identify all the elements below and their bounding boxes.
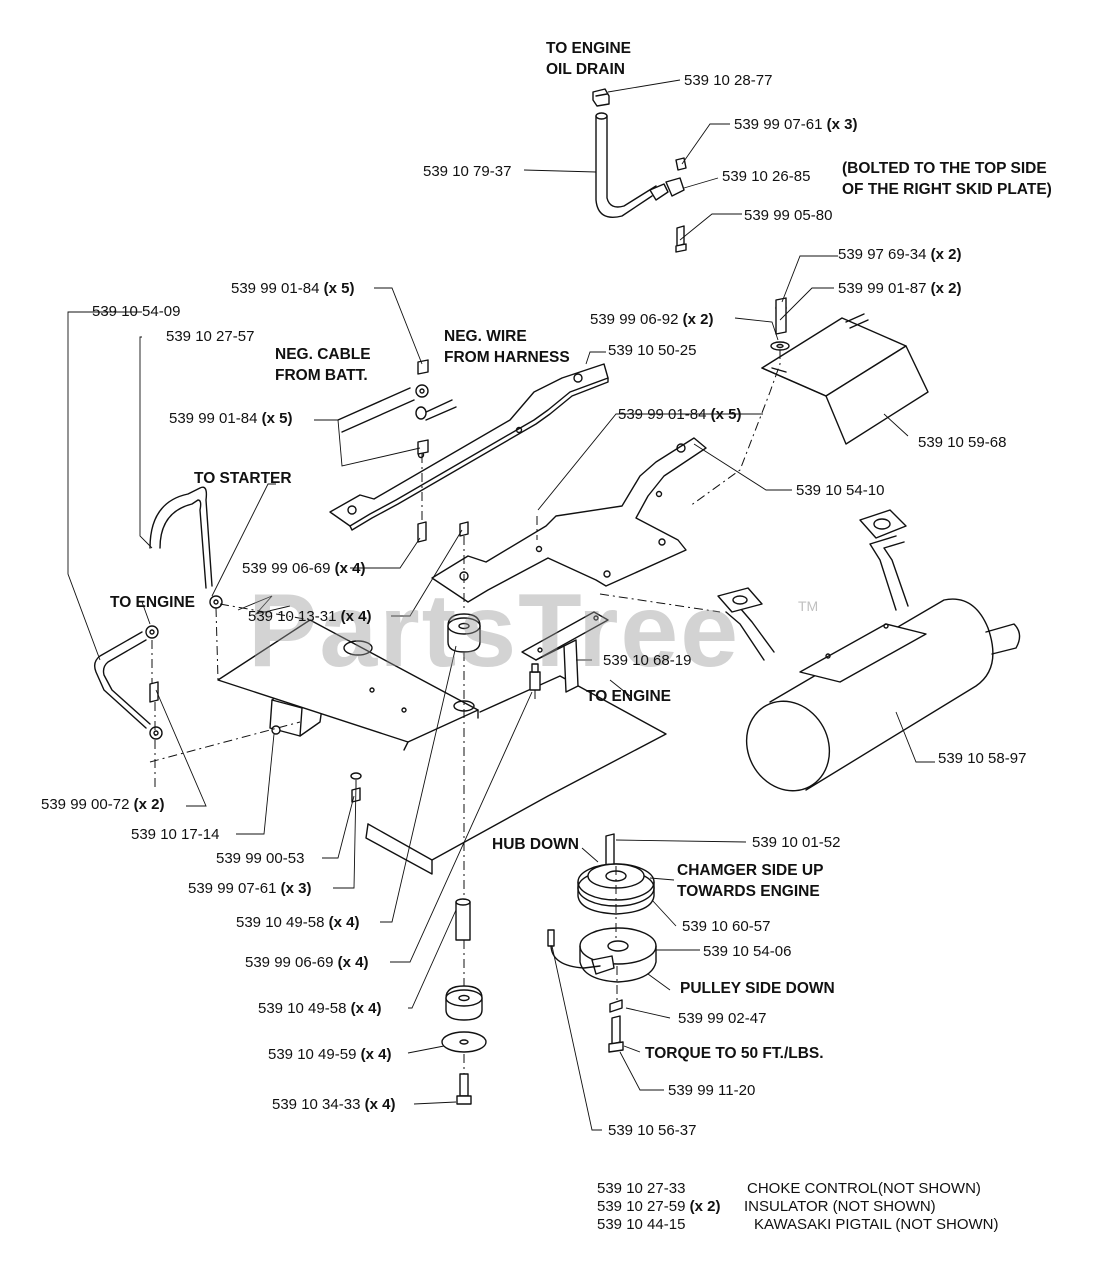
negative-battery-cable-drawing [337, 359, 457, 543]
part-callout[interactable]: 539 99 00-72 (x 2) [41, 796, 165, 813]
part-callout[interactable]: 539 10 34-33 (x 4) [272, 1096, 396, 1113]
part-callout[interactable]: 539 10 54-10 [796, 482, 885, 499]
note-pulley-side-down: PULLEY SIDE DOWN [680, 980, 835, 997]
not-shown-description: KAWASAKI PIGTAIL (NOT SHOWN) [754, 1216, 999, 1233]
part-callout[interactable]: 539 99 02-47 [678, 1010, 767, 1027]
not-shown-description: CHOKE CONTROL(NOT SHOWN) [747, 1180, 981, 1197]
not-shown-row: 539 10 44-15 KAWASAKI PIGTAIL (NOT SHOWN… [597, 1216, 1057, 1234]
part-callout[interactable]: 539 10 79-37 [423, 163, 512, 180]
note-to-starter: TO STARTER [194, 470, 292, 487]
engine-bracket-upper-drawing [329, 363, 609, 531]
part-callout[interactable]: 539 10 13-31 (x 4) [248, 608, 372, 625]
part-callout[interactable]: 539 99 01-84 (x 5) [618, 406, 742, 423]
muffler-bracket-drawing [521, 611, 609, 693]
part-callout[interactable]: 539 10 49-58 (x 4) [258, 1000, 382, 1017]
part-callout[interactable]: 539 10 54-09 [92, 303, 181, 320]
part-callout[interactable]: 539 10 56-37 [608, 1122, 697, 1139]
note-hub-down: HUB DOWN [492, 836, 579, 853]
part-callout[interactable]: 539 97 69-34 (x 2) [838, 246, 962, 263]
note-chamger-side-up: CHAMGER SIDE UP TOWARDS ENGINE [677, 862, 824, 900]
part-callout[interactable]: 539 10 68-19 [603, 652, 692, 669]
part-callout[interactable]: 539 10 17-14 [131, 826, 220, 843]
part-callout[interactable]: 539 99 05-80 [744, 207, 833, 224]
part-callout[interactable]: 539 99 01-84 (x 5) [169, 410, 293, 427]
part-callout[interactable]: 539 10 50-25 [608, 342, 697, 359]
not-shown-row: 539 10 27-59 (x 2) INSULATOR (NOT SHOWN) [597, 1198, 1057, 1216]
pto-clutch-drawing [547, 927, 657, 1053]
engine-ground-cable-drawing [93, 625, 163, 740]
not-shown-part-number[interactable]: 539 10 27-59 (x 2) [597, 1198, 721, 1215]
part-callout[interactable]: 539 10 27-57 [166, 328, 255, 345]
note-to-engine-right: TO ENGINE [586, 688, 671, 705]
note-to-engine-left: TO ENGINE [110, 594, 195, 611]
not-shown-parts-list: 539 10 27-33 CHOKE CONTROL(NOT SHOWN) 53… [597, 1180, 1057, 1234]
watermark-trademark: TM [798, 598, 819, 614]
part-callout[interactable]: 539 10 60-57 [682, 918, 771, 935]
part-callout[interactable]: 539 99 07-61 (x 3) [734, 116, 858, 133]
not-shown-part-number[interactable]: 539 10 44-15 [597, 1216, 686, 1233]
part-callout[interactable]: 539 99 01-84 (x 5) [231, 280, 355, 297]
part-callout[interactable]: 539 10 58-97 [938, 750, 1027, 767]
part-callout[interactable]: 539 99 06-92 (x 2) [590, 311, 714, 328]
engine-bracket-lower-drawing [431, 437, 707, 603]
engine-isolator-stack-drawing [441, 521, 541, 1105]
note-torque: TORQUE TO 50 FT./LBS. [645, 1045, 824, 1062]
note-bolted-skid-plate: (BOLTED TO THE TOP SIDE OF THE RIGHT SKI… [842, 160, 1052, 198]
part-callout[interactable]: 539 10 54-06 [703, 943, 792, 960]
deck-frame-drawing [217, 619, 667, 875]
part-callout[interactable]: 539 99 11-20 [668, 1082, 756, 1099]
heat-shield-drawing [761, 297, 929, 445]
part-callout[interactable]: 539 99 01-87 (x 2) [838, 280, 962, 297]
part-callout[interactable]: 539 10 28-77 [684, 72, 773, 89]
part-callout[interactable]: 539 10 01-52 [752, 834, 841, 851]
part-callout[interactable]: 539 99 06-69 (x 4) [245, 954, 369, 971]
part-callout[interactable]: 539 99 06-69 (x 4) [242, 560, 366, 577]
part-callout[interactable]: 539 10 49-59 (x 4) [268, 1046, 392, 1063]
not-shown-row: 539 10 27-33 CHOKE CONTROL(NOT SHOWN) [597, 1180, 1057, 1198]
watermark: PartsTree [248, 573, 741, 689]
starter-cable-drawing [149, 486, 223, 609]
part-callout[interactable]: 539 99 00-53 [216, 850, 305, 867]
not-shown-description: INSULATOR (NOT SHOWN) [744, 1198, 936, 1215]
note-neg-cable-batt: NEG. CABLE FROM BATT. [275, 346, 371, 384]
oil-drain-hose-drawing [595, 112, 669, 218]
oil-drain-cap-drawing [592, 88, 610, 107]
part-callout[interactable]: 539 10 59-68 [918, 434, 1007, 451]
part-callout[interactable]: 539 99 07-61 (x 3) [188, 880, 312, 897]
not-shown-part-number[interactable]: 539 10 27-33 [597, 1180, 686, 1197]
note-neg-wire-harness: NEG. WIRE FROM HARNESS [444, 328, 570, 366]
note-to-engine-oil-drain: TO ENGINE OIL DRAIN [546, 40, 631, 78]
oil-drain-fitting-drawing [665, 157, 687, 253]
part-callout[interactable]: 539 10 26-85 [722, 168, 811, 185]
muffler-drawing [717, 509, 1021, 792]
part-callout[interactable]: 539 10 49-58 (x 4) [236, 914, 360, 931]
